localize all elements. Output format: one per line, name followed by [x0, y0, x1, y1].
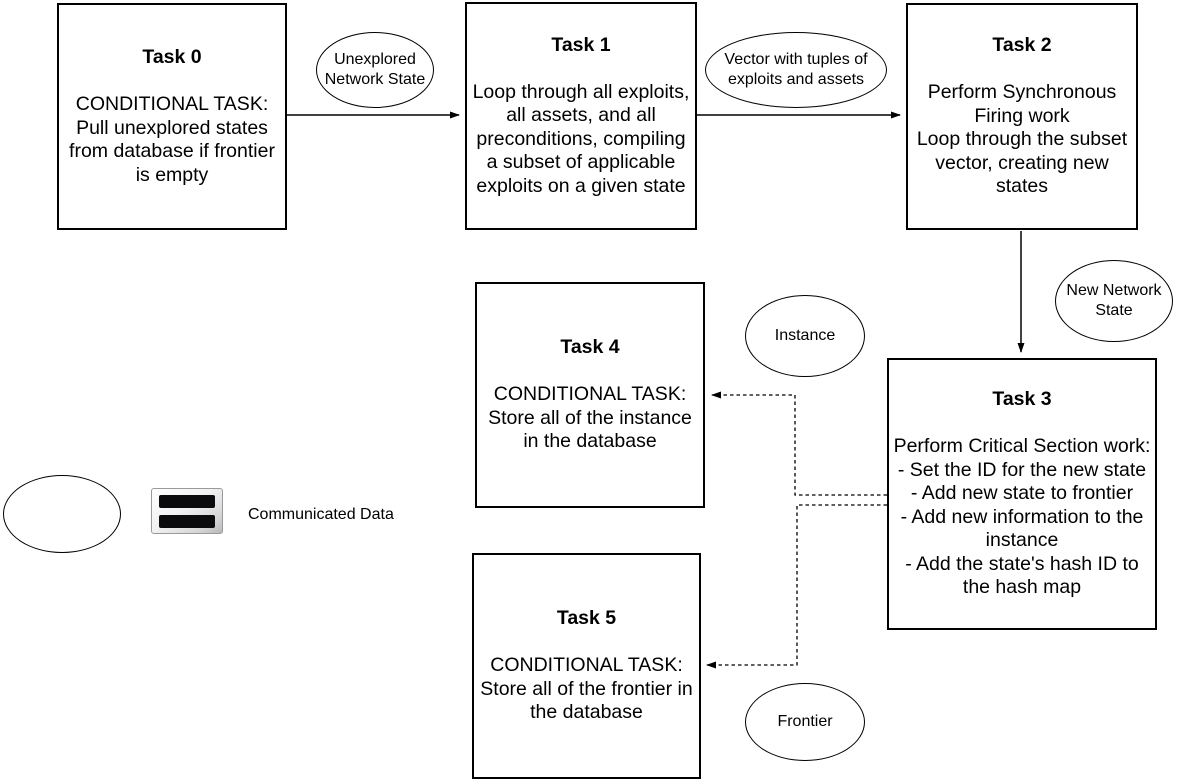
task-3-title: Task 3	[992, 388, 1052, 411]
task-4-body: CONDITIONAL TASK: Store all of the insta…	[488, 383, 692, 453]
task-1-title: Task 1	[551, 33, 611, 56]
equals-icon	[151, 488, 223, 534]
data-node-label: Frontier	[777, 713, 833, 730]
data-node-label: Instance	[774, 327, 836, 344]
data-node-frontier: Frontier	[745, 683, 865, 761]
task-3-box: Task 3 Perform Critical Section work: - …	[887, 358, 1157, 630]
dashed-arrow-task3-to-task5	[706, 504, 887, 669]
task-0-title: Task 0	[142, 46, 202, 68]
equals-bar-top	[159, 494, 215, 508]
task-2-body: Perform Synchronous Firing work Loop thr…	[916, 81, 1128, 198]
task-0-body: CONDITIONAL TASK: Pull unexplored states…	[69, 93, 275, 186]
task-0-box: Task 0 CONDITIONAL TASK: Pull unexplored…	[57, 3, 287, 230]
task-5-box: Task 5 CONDITIONAL TASK: Store all of th…	[472, 553, 701, 779]
data-node-new-network-state: New Network State	[1055, 260, 1173, 342]
task-5-title: Task 5	[556, 607, 617, 630]
task-5-body: CONDITIONAL TASK: Store all of the front…	[480, 654, 693, 724]
task-2-box: Task 2 Perform Synchronous Firing work L…	[906, 3, 1138, 230]
data-node-instance: Instance	[745, 295, 865, 377]
task-1-box: Task 1 Loop through all exploits, all as…	[465, 2, 697, 230]
data-node-label: Unexplored Network State	[324, 51, 426, 88]
legend-ellipse-symbol	[3, 475, 121, 553]
task-4-title: Task 4	[560, 336, 620, 359]
task-3-body: Perform Critical Section work: - Set the…	[893, 435, 1151, 599]
task-4-box: Task 4 CONDITIONAL TASK: Store all of th…	[475, 282, 705, 508]
data-node-unexplored-network-state: Unexplored Network State	[316, 32, 434, 108]
dashed-arrow-task3-to-task4	[711, 391, 887, 496]
data-node-label: New Network State	[1066, 282, 1162, 319]
data-node-vector-of-tuples: Vector with tuples of exploits and asset…	[705, 32, 887, 108]
legend-label: Communicated Data	[248, 506, 394, 523]
equals-bar-bottom	[159, 514, 215, 528]
task-2-title: Task 2	[992, 34, 1052, 57]
data-node-label: Vector with tuples of exploits and asset…	[724, 51, 868, 88]
task-1-body: Loop through all exploits, all assets, a…	[472, 80, 690, 197]
